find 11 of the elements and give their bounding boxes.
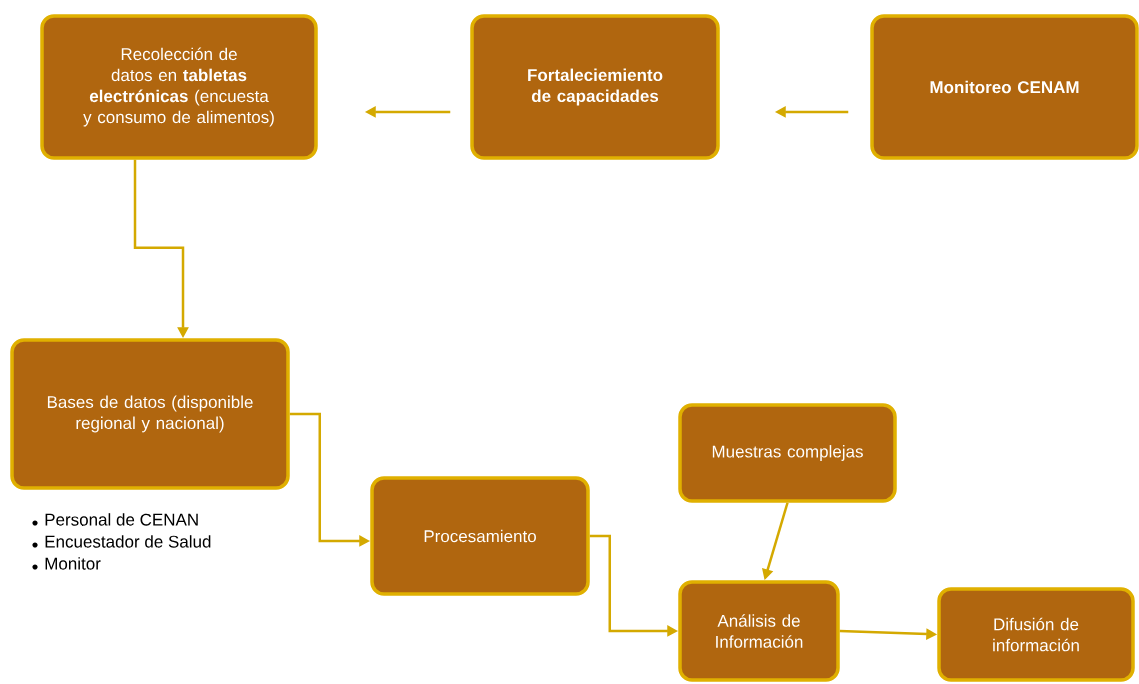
bullet-item: Monitor xyxy=(32,557,101,570)
process-box: Procesamiento xyxy=(370,476,590,596)
process-box: Muestras complejas xyxy=(678,403,897,503)
process-box: Análisis de Información xyxy=(678,580,840,682)
process-box: Fortaleciemiento de capacidades xyxy=(470,14,720,160)
process-box: Bases de datos (disponible regional y nacional) xyxy=(10,338,290,490)
process-box: Difusión de información xyxy=(937,587,1135,682)
process-box: Monitoreo CENAM xyxy=(870,14,1139,160)
process-box: Recolección de datos en tabletas electrónicas (encuesta y consumo de alimentos) xyxy=(40,14,318,160)
bullet-item: Encuestador de Salud xyxy=(32,535,211,548)
bullet-item: Personal de CENAN xyxy=(32,513,198,526)
